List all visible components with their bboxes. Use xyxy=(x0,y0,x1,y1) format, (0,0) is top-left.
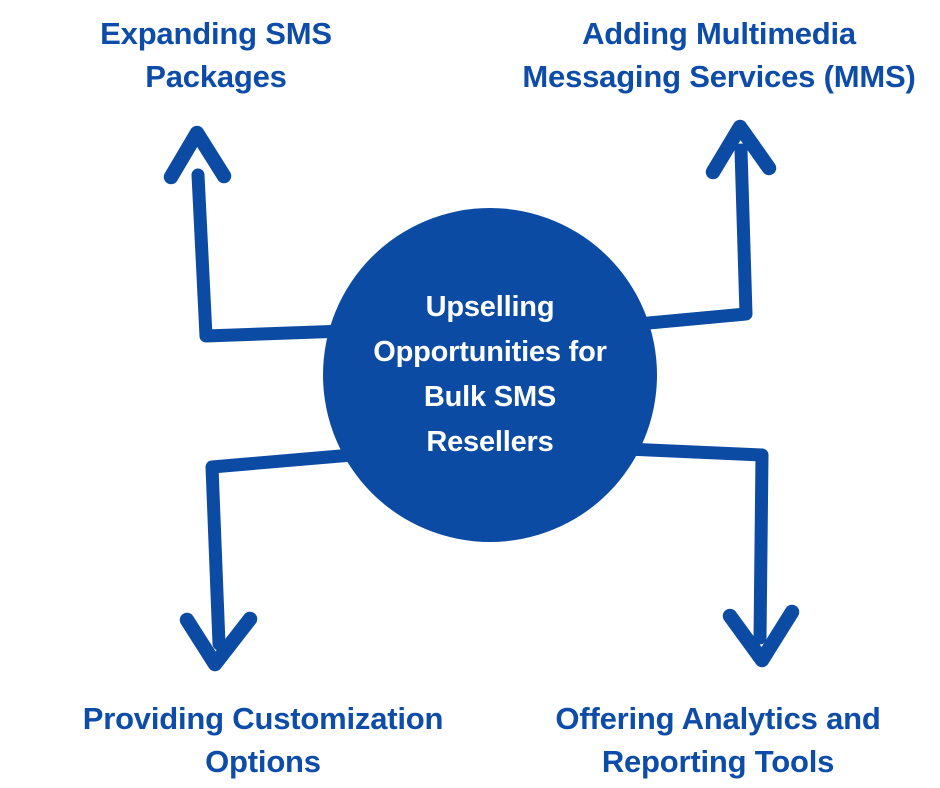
branch-label-expanding-sms-packages: Expanding SMS Packages xyxy=(36,12,396,98)
branch-label-line: Offering Analytics and xyxy=(555,701,881,736)
center-node-line: Opportunities for xyxy=(373,336,607,368)
center-node-line: Bulk SMS xyxy=(423,381,557,413)
center-node: Upselling Opportunities for Bulk SMS Res… xyxy=(323,208,657,542)
center-node-line: Resellers xyxy=(426,426,554,458)
branch-label-line: Providing Customization xyxy=(82,701,444,736)
arrow-up-left-icon xyxy=(163,125,352,343)
arrow-down-left-icon xyxy=(179,448,359,672)
branch-label-line: Packages xyxy=(145,59,287,94)
arrow-up-right-icon xyxy=(631,119,777,331)
center-node-line: Upselling xyxy=(425,291,555,323)
branch-label-line: Options xyxy=(205,744,321,779)
branch-label-offering-analytics-reporting: Offering Analytics and Reporting Tools xyxy=(498,697,938,783)
branch-label-line: Reporting Tools xyxy=(601,744,835,779)
branch-label-adding-mms: Adding Multimedia Messaging Services (MM… xyxy=(499,12,939,98)
branch-label-line: Messaging Services (MMS) xyxy=(522,59,916,94)
branch-label-line: Adding Multimedia xyxy=(582,16,856,51)
center-node-label: Upselling Opportunities for Bulk SMS Res… xyxy=(373,285,607,465)
branch-label-providing-customization-options: Providing Customization Options xyxy=(43,697,483,783)
branch-label-line: Expanding SMS xyxy=(100,16,332,51)
arrow-down-right-icon xyxy=(619,442,800,668)
